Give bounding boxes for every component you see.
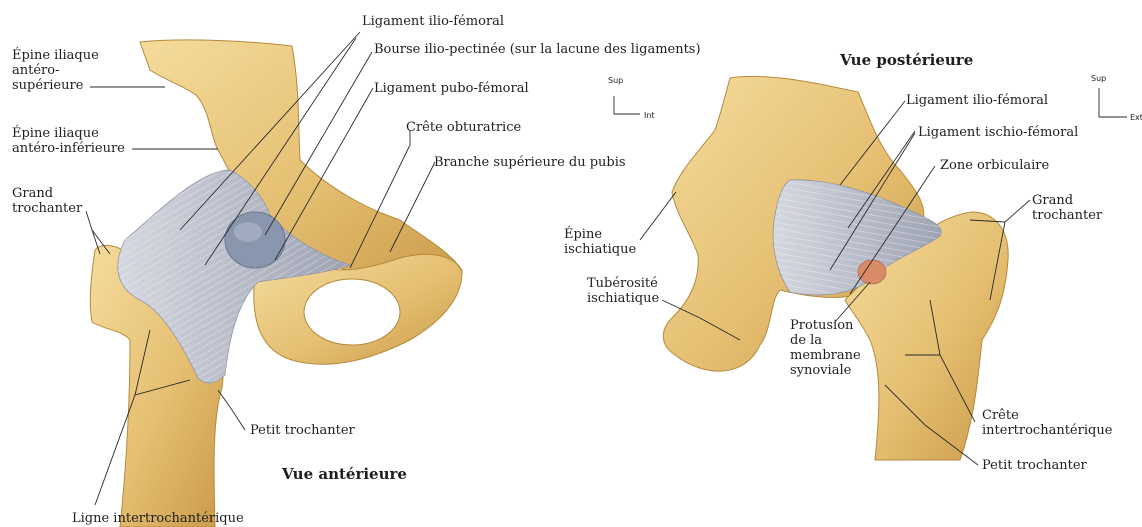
label-ligament-ilio-femoral-anterior: Ligament ilio-fémoral: [362, 14, 504, 29]
title-vue-posterieure: Vue postérieure: [840, 53, 973, 68]
label-ligament-ilio-femoral-posterior: Ligament ilio-fémoral: [906, 93, 1048, 108]
label-petit-trochanter-anterior: Petit trochanter: [250, 423, 355, 438]
label-branche-superieure-pubis: Branche supérieure du pubis: [434, 155, 626, 170]
title-vue-anterieure: Vue antérieure: [282, 467, 407, 482]
obturator-foramen: [304, 279, 400, 345]
label-ligne-intertrochanterique: Ligne intertrochantérique: [72, 511, 244, 526]
label-crete-intertrochanterique: Crête intertrochantérique: [982, 408, 1112, 438]
label-crete-obturatrice: Crête obturatrice: [406, 120, 521, 135]
label-epine-ischiatique: Épine ischiatique: [564, 227, 636, 257]
label-petit-trochanter-posterior: Petit trochanter: [982, 458, 1087, 473]
orientation-sup-posterior: Sup: [1091, 74, 1106, 83]
anterior-view: [90, 40, 462, 527]
label-ligament-ischio-femoral: Ligament ischio-fémoral: [918, 125, 1078, 140]
orientation-ext: Ext: [1130, 113, 1142, 122]
label-grand-trochanter-anterior: Grand trochanter: [12, 186, 82, 216]
label-protusion-membrane-synoviale: Protusion de la membrane synoviale: [790, 318, 861, 378]
label-tuberosite-ischiatique: Tubérosité ischiatique: [587, 276, 659, 306]
label-epine-iliaque-antero-superieure: Épine iliaque antéro- supérieure: [12, 48, 99, 93]
label-ligament-pubo-femoral: Ligament pubo-fémoral: [374, 81, 529, 96]
orientation-int: Int: [644, 111, 655, 120]
label-epine-iliaque-antero-inferieure: Épine iliaque antéro-inférieure: [12, 126, 125, 156]
label-zone-orbiculaire: Zone orbiculaire: [940, 158, 1049, 173]
synovial-protrusion: [858, 260, 886, 284]
orientation-sup-anterior: Sup: [608, 76, 623, 85]
label-grand-trochanter-posterior: Grand trochanter: [1032, 193, 1102, 223]
label-bourse-ilio-pectinee: Bourse ilio-pectinée (sur la lacune des …: [374, 42, 701, 57]
